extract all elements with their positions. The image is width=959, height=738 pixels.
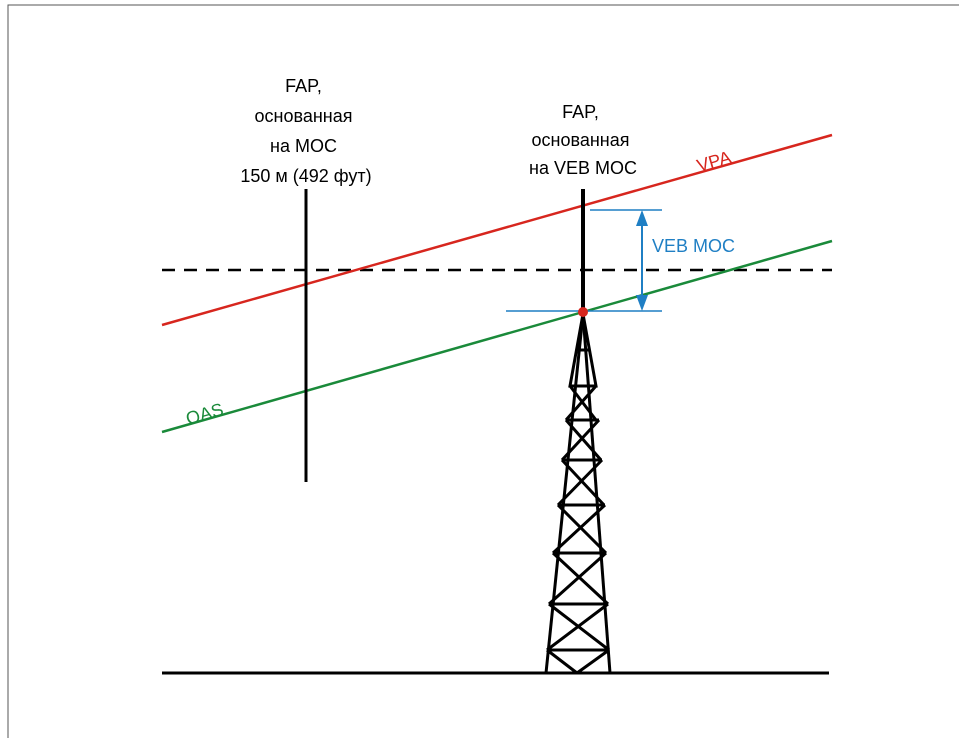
vpa-line: [161, 133, 833, 327]
oas-line: [161, 239, 833, 434]
vpa-label: VPA: [695, 147, 734, 176]
oas-label: OAS: [184, 399, 226, 429]
frame-border: [7, 4, 959, 738]
fap-veb-label: FAP, основанная на VEB МОС: [529, 102, 637, 178]
tower-obstacle: [544, 313, 612, 675]
intersection-point: [578, 307, 588, 317]
fap-moc-label: FAP, основанная на МОС 150 м (492 фут): [240, 76, 371, 186]
veb-moc-label: VEB МОС: [652, 236, 735, 256]
veb-moc-arrow-up: [636, 210, 648, 226]
veb-moc-arrow-down: [636, 295, 648, 311]
